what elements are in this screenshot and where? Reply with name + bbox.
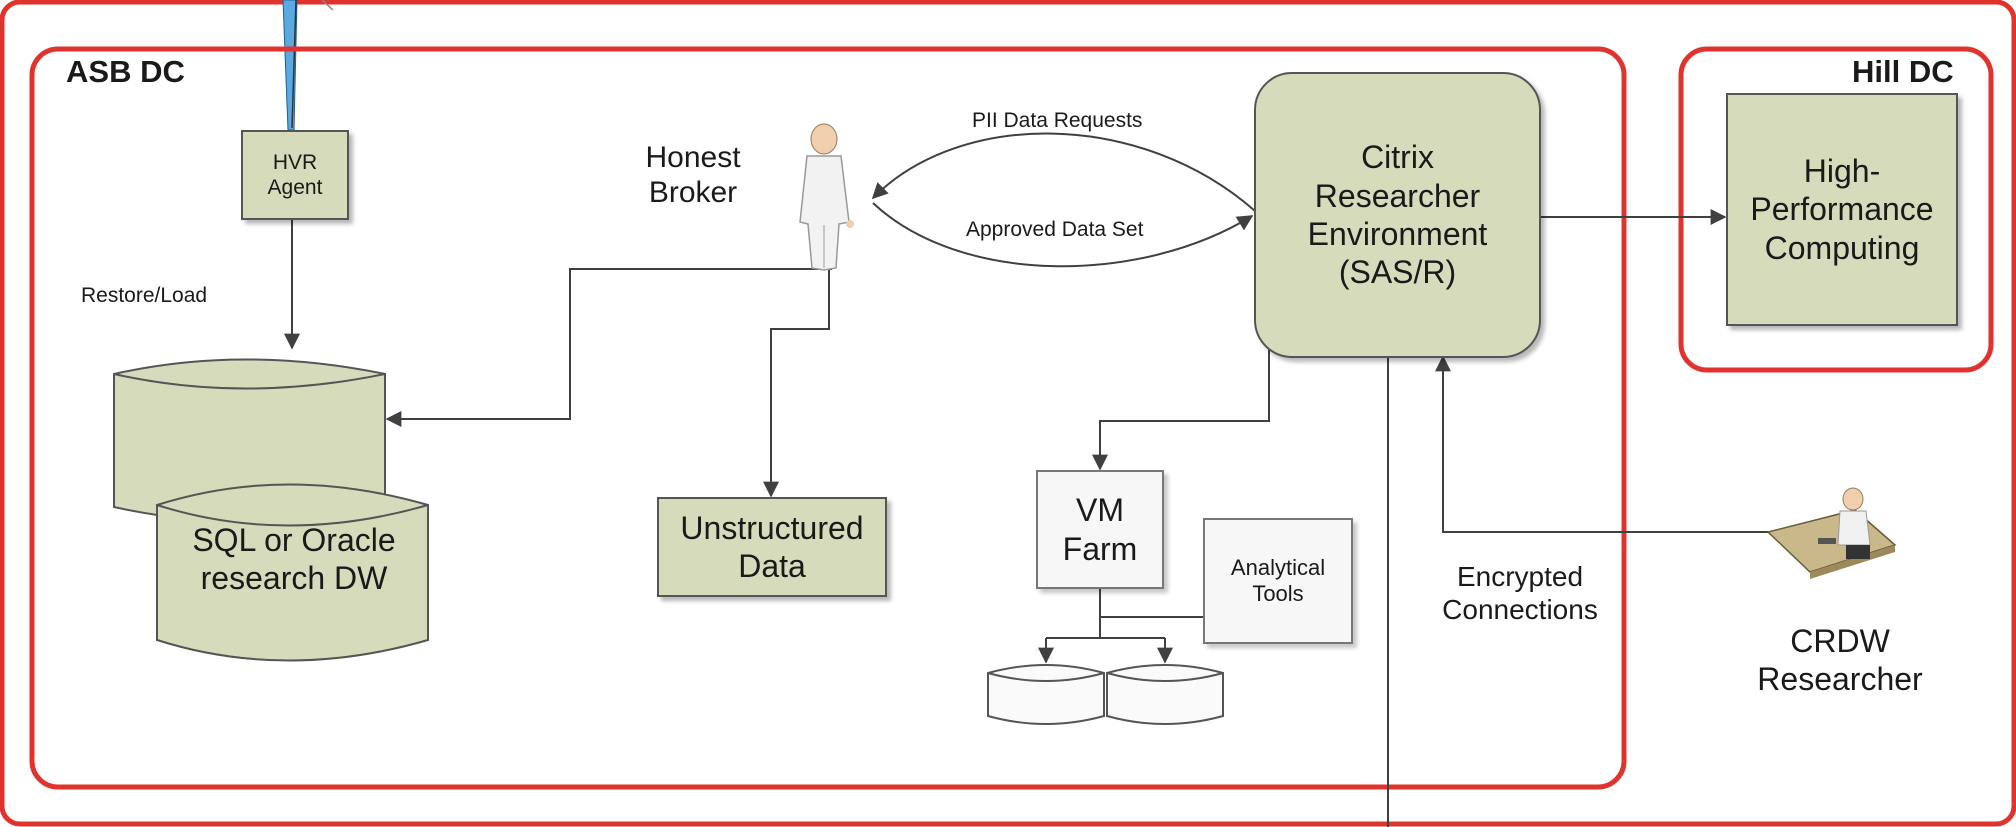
citrix-to-vmfarm-arrow [1092,340,1270,471]
honest-broker-text: Honest Broker [645,141,741,210]
crdw-researcher-text: CRDW Researcher [1757,623,1923,697]
sql-dw-label: SQL or Oracle research DW [160,522,428,598]
hill-dc-title: Hill DC [1852,54,1954,89]
citrix-environment-box: Citrix Researcher Environment (SAS/R) [1254,72,1541,358]
pii-requests-label: PII Data Requests [972,109,1143,132]
hvr-agent-label: HVR Agent [267,150,323,199]
vm-farm-label: VM Farm [1062,492,1138,567]
analytical-tools-label: Analytical Tools [1230,554,1326,606]
asb-dc-title: ASB DC [66,54,185,89]
broker-to-dw-arrow [385,268,832,427]
approved-set-label: Approved Data Set [966,218,1144,241]
crdw-researcher-label: CRDW Researcher [1740,623,1940,699]
hill-dc-region [1678,46,1994,373]
researcher-to-citrix-arrow [1435,355,1800,533]
pii-requests-arc [871,132,1256,212]
hpc-box: High-Performance Computing [1726,93,1958,326]
dw-cylinder-front [156,483,429,662]
encrypted-connections-text: Encrypted Connections [1442,561,1598,626]
encrypted-connections-label: Encrypted Connections [1420,560,1620,626]
citrix-environment-label: Citrix Researcher Environment (SAS/R) [1307,139,1488,291]
person-icon [799,123,854,271]
honest-broker-label: Honest Broker [628,140,758,211]
asb-dc-region [29,46,1627,790]
approved-set-arc [872,202,1254,268]
unstructured-data-label: Unstructured Data [680,509,864,584]
restore-load-label: Restore/Load [81,284,208,307]
hpc-label: High-Performance Computing [1750,152,1934,266]
researcher-workstation-icon [1766,194,1897,579]
broker-to-unstructured-arrow [763,270,830,498]
sql-dw-text: SQL or Oracle research DW [192,522,396,596]
unstructured-data-box: Unstructured Data [657,497,887,597]
vm-farm-box: VM Farm [1036,470,1164,589]
database-icon [987,664,1105,725]
analytical-tools-box: Analytical Tools [1203,518,1353,644]
hvr-agent-box: HVR Agent [241,130,349,220]
database-icon [1106,664,1224,725]
